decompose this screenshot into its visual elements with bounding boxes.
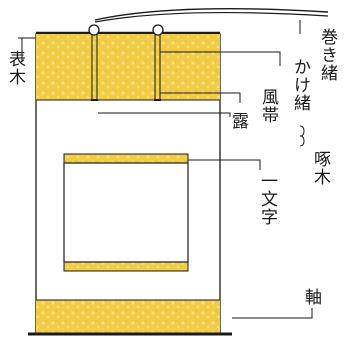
label-maki-o: 巻き緒 bbox=[317, 28, 337, 82]
label-fuutai: 風帯 bbox=[258, 88, 278, 124]
label-ichimonji: 一文字 bbox=[257, 172, 277, 226]
top-brocade bbox=[36, 34, 220, 100]
label-hyomoku: 表木 bbox=[5, 50, 25, 86]
left-ring bbox=[88, 24, 100, 36]
ichimonji-top bbox=[63, 153, 189, 164]
right-ring bbox=[152, 24, 164, 36]
ichimonji-bottom bbox=[63, 261, 189, 272]
label-jiku: 軸 bbox=[305, 288, 322, 308]
label-takuboku: 啄木 bbox=[310, 150, 330, 186]
label-tsuyu: 露 bbox=[232, 112, 249, 132]
fuutai-strips bbox=[91, 34, 161, 101]
honshi-area bbox=[63, 162, 189, 263]
leader-lines bbox=[18, 20, 313, 319]
label-kake-o: かけ緒 bbox=[290, 58, 310, 112]
bottom-brocade bbox=[36, 300, 220, 334]
hanging-cord bbox=[94, 8, 329, 21]
